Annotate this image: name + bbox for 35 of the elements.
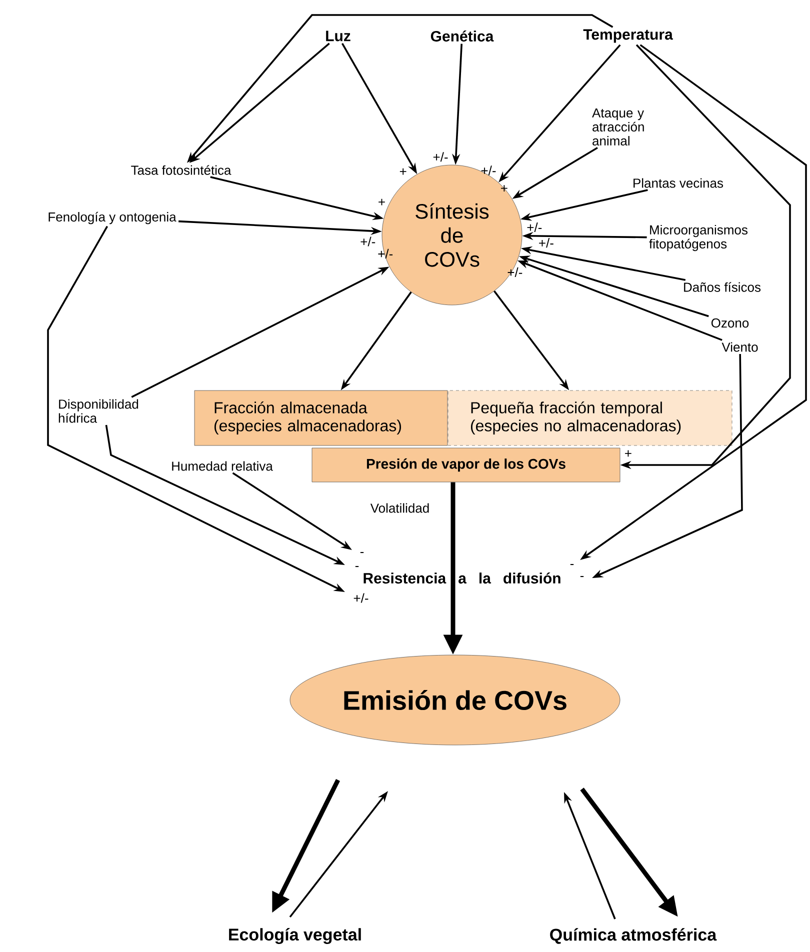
edge-label: - xyxy=(580,576,584,578)
factor-label: Fenología y ontogenia xyxy=(48,212,176,224)
storage-box: Pequeña fracción temporal (especies no almacenadoras) xyxy=(448,390,732,446)
edge-label: + xyxy=(625,450,632,457)
factor-label: Ataque y atracción animal xyxy=(592,108,644,146)
edge-label: +/- xyxy=(527,222,542,232)
factor-label: Plantas vecinas xyxy=(634,178,724,188)
factor-label: Temperatura xyxy=(583,29,673,43)
edge-label: - xyxy=(360,552,364,554)
factor-label: Disponibilidad hídrica xyxy=(58,399,138,423)
factor-label: Viento xyxy=(722,342,758,352)
factor-label: Microorganismos fitopatógenos xyxy=(649,224,748,252)
edge-label: + xyxy=(400,168,406,175)
resistance-label: Resistencia a la difusión xyxy=(364,572,560,584)
edge-label: +/- xyxy=(508,267,522,277)
outcome-label: Química atmosférica xyxy=(550,928,717,944)
edge-label: - xyxy=(570,564,574,566)
factor-label: Luz xyxy=(326,30,350,42)
factor-label: Tasa fotosintética xyxy=(131,165,232,175)
vapor-pressure-box: Presión de vapor de los COVs xyxy=(312,448,620,482)
edge-label: Volatilidad xyxy=(370,503,429,513)
edge-label: + xyxy=(378,198,385,206)
edge-label: +/- xyxy=(354,593,368,603)
factor-label: Humedad relativa xyxy=(172,461,273,471)
edge-label: +/- xyxy=(539,238,554,248)
outcome-label: Ecología vegetal xyxy=(229,928,361,944)
factor-label: Daños físicos xyxy=(684,282,761,292)
factor-label: Genética xyxy=(430,30,494,42)
edge-label: +/- xyxy=(433,152,448,162)
edge-label: +/- xyxy=(481,166,496,176)
edge-label: - xyxy=(355,566,359,568)
edge-label: + xyxy=(501,185,508,192)
edge-label: +/- xyxy=(360,236,376,246)
storage-box: Fracción almacenada (especies almacenadoras) xyxy=(194,390,448,446)
factor-label: Ozono xyxy=(711,318,749,328)
